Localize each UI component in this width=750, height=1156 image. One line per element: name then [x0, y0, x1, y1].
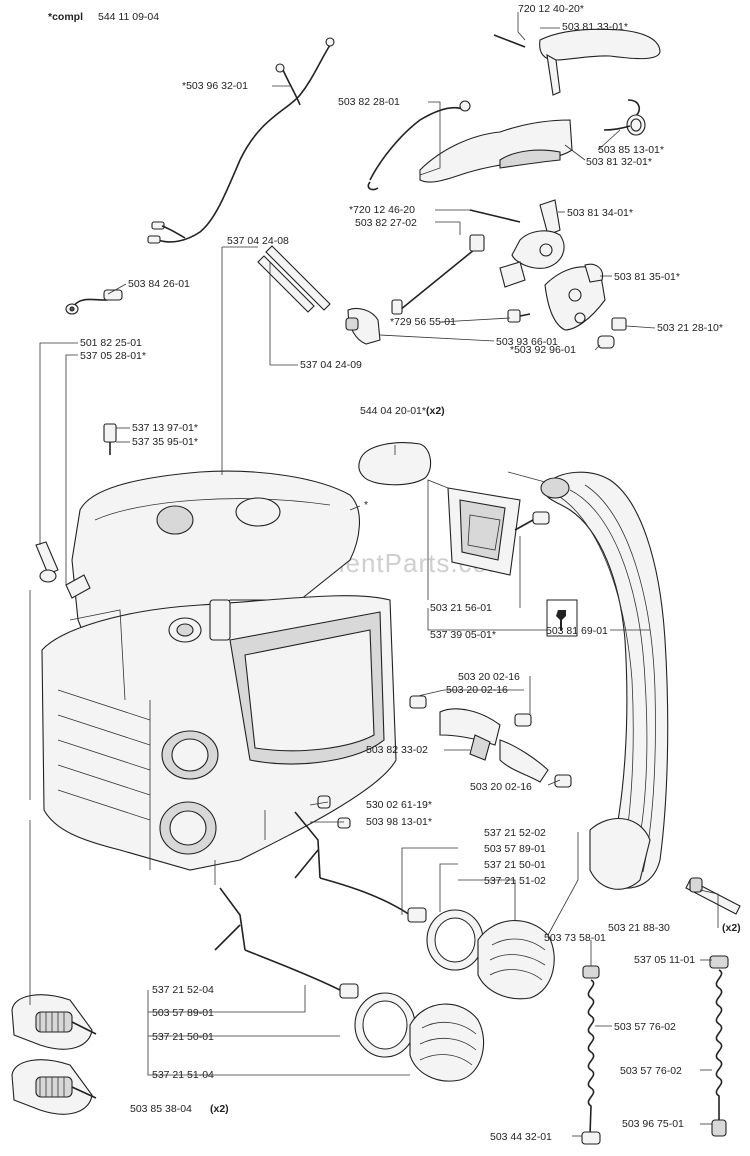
fuel-tank-housing: [41, 470, 397, 871]
front-handle: [540, 471, 669, 890]
label-50320-02-16-c: 503 20 02-16: [470, 781, 532, 793]
label-50357-76-02-a: 503 57 76-02: [614, 1021, 676, 1033]
label-50381-32-01: 503 81 32-01*: [586, 156, 652, 168]
label-50384-26-01: 503 84 26-01: [128, 278, 190, 290]
label-50382-27-02: 503 82 27-02: [355, 217, 417, 229]
fuel-pickup-lower: [214, 887, 485, 1082]
spacer-50392: [597, 335, 615, 349]
label-50393-66-01: 503 93 66-01: [496, 336, 558, 348]
label-54404-20-01: 544 04 20-01*: [360, 405, 426, 417]
label-50321-88-30-qty: (x2): [722, 922, 741, 934]
label-53704-24-08: 537 04 24-08: [227, 235, 289, 247]
label-50381-35-01: 503 81 35-01*: [614, 271, 680, 283]
air-filter: [447, 487, 521, 576]
breather-valve: [103, 423, 117, 455]
label-50396-75-01: 503 96 75-01: [622, 1118, 684, 1130]
label-53721-52-02: 537 21 52-02: [484, 827, 546, 839]
filter-cap: [358, 442, 432, 486]
screw-53002: [317, 795, 351, 829]
av-mount-upper: [11, 994, 97, 1050]
label-50321-88-30: 503 21 88-30: [608, 922, 670, 934]
label-53713-97-01: 537 13 97-01*: [132, 422, 198, 434]
label-53704-24-09: 537 04 24-09: [300, 359, 362, 371]
label-53721-51-02: 537 21 51-02: [484, 875, 546, 887]
spring-right: [709, 955, 729, 1137]
label-50357-76-02-b: 503 57 76-02: [620, 1065, 682, 1077]
compl-number: 544 11 09-04: [98, 11, 159, 23]
label-50320-02-16-b: 503 20 02-16: [446, 684, 508, 696]
label-53002-61-19: 530 02 61-19*: [366, 799, 432, 811]
label-50382-28-01: 503 82 28-01: [338, 96, 400, 108]
spring-50385: [603, 99, 646, 136]
filter-screw: [514, 511, 550, 531]
label-53705-11-01: 537 05 11-01: [634, 954, 695, 966]
label-50381-33-01: 503 81 33-01*: [562, 21, 628, 33]
mount-bracket: [409, 695, 572, 788]
label-53721-51-04: 537 21 51-04: [152, 1069, 214, 1081]
fuel-pickup-upper: [294, 811, 555, 1000]
label-50344-32-01: 503 44 32-01: [490, 1131, 552, 1143]
label-50381-69-01: 503 81 69-01: [546, 625, 608, 637]
spring-left: [581, 965, 601, 1145]
label-72012-46-20: *720 12 46-20: [349, 204, 415, 216]
tool-icon-box: [546, 599, 578, 637]
throttle-lockout: [493, 28, 661, 96]
label-50385-38-04: 503 85 38-04: [130, 1103, 192, 1115]
label-50321-28-10: 503 21 28-10*: [657, 322, 723, 334]
label-53721-52-04: 537 21 52-04: [152, 984, 214, 996]
label-50320-02-16-a: 503 20 02-16: [458, 671, 520, 683]
label-50381-34-01: 503 81 34-01*: [567, 207, 633, 219]
label-53739-05-01: 537 39 05-01*: [430, 629, 496, 641]
label-asterisk: *: [364, 499, 368, 511]
choke-lever: [499, 199, 606, 331]
part-labels: 720 12 40-20* 503 81 33-01* *503 96 32-0…: [80, 3, 741, 1143]
label-50385-13-01: 503 85 13-01*: [598, 144, 664, 156]
label-50382-33-02: 503 82 33-02: [366, 744, 428, 756]
label-53705-28-01: 537 05 28-01*: [80, 350, 146, 362]
label-72012-40-20: 720 12 40-20*: [518, 3, 584, 15]
leader-lines: [29, 12, 719, 1137]
label-72956-55-01: *729 56 55-01: [390, 316, 456, 328]
handle-bolt: [685, 877, 741, 915]
av-mount-lower: [11, 1059, 97, 1115]
label-50373-58-01: 503 73 58-01: [544, 932, 606, 944]
label-53721-50-01-b: 537 21 50-01: [152, 1031, 214, 1043]
label-53735-95-01: 537 35 95-01*: [132, 436, 198, 448]
throttle-rod: [391, 209, 521, 315]
wire-harness: [147, 37, 335, 244]
label-50385-38-04-qty: (x2): [210, 1103, 229, 1115]
label-50398-13-01: 503 98 13-01*: [366, 816, 432, 828]
label-54404-20-01-qty: (x2): [426, 405, 445, 417]
fuel-fitting-left: [35, 541, 91, 599]
label-50182-25-01: 501 82 25-01: [80, 337, 142, 349]
compl-label: *compl: [48, 11, 83, 23]
label-50396-32-01: *503 96 32-01: [182, 80, 248, 92]
throttle-trigger: [367, 100, 573, 191]
label-50357-89-01-b: 503 57 89-01: [152, 1007, 214, 1019]
short-wire: [65, 289, 123, 315]
label-50321-56-01: 503 21 56-01: [430, 602, 492, 614]
label-50357-89-01-a: 503 57 89-01: [484, 843, 546, 855]
screw-50321-28: [611, 317, 627, 331]
fuel-lines: [257, 245, 381, 345]
screw-72956: [507, 309, 531, 323]
label-50392-96-01: *503 92 96-01: [510, 344, 576, 356]
label-53721-50-01-a: 537 21 50-01: [484, 859, 546, 871]
